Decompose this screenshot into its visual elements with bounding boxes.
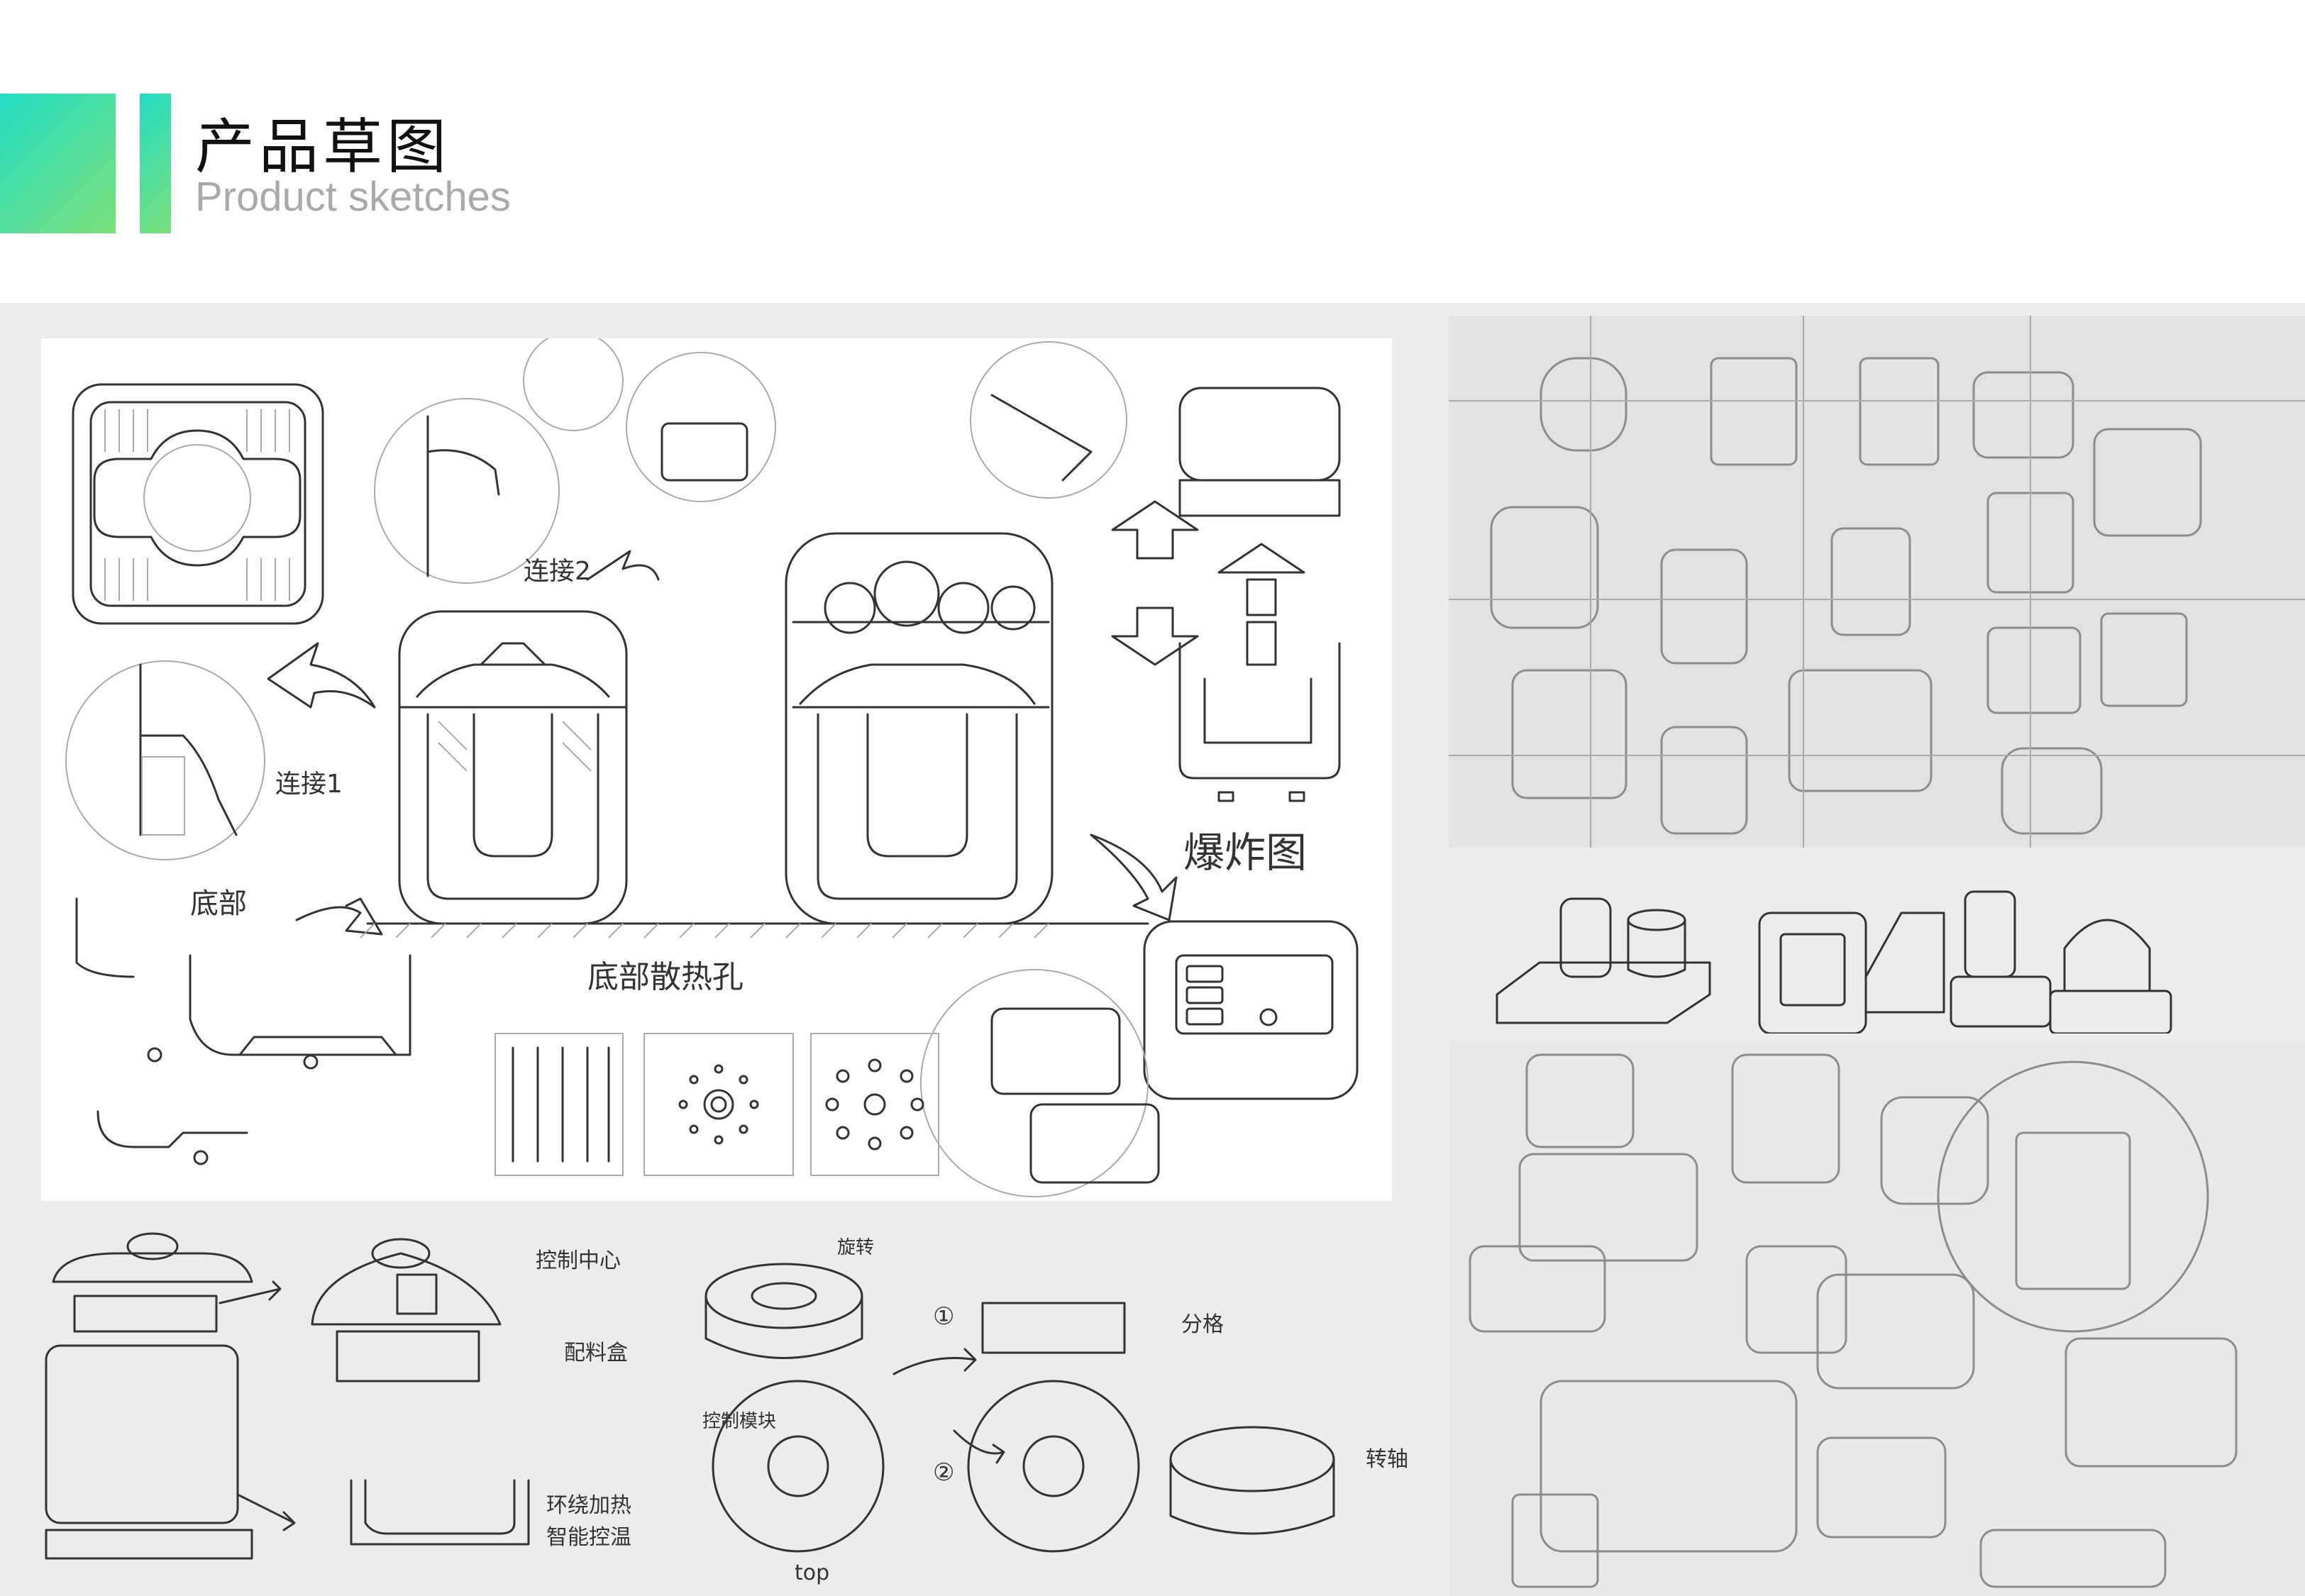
heating-base-sketch	[350, 1479, 530, 1546]
lower-sketch-drawing: 控制中心 配料盒 环绕加热 智能控温 旋转 分格	[45, 1232, 1408, 1585]
detail-circle-connection-2	[374, 398, 560, 584]
main-sketch-panel: 连接2 连接1 底部 底部散热孔 爆炸图	[41, 338, 1392, 1201]
pencil-sketches-panel-bottom	[1449, 1041, 2305, 1596]
pencil-sketches-top	[1449, 316, 2305, 848]
accent-block-large	[0, 94, 116, 233]
label-rotate-top: 旋转	[837, 1237, 874, 1258]
detail-circle-connection-1	[65, 660, 265, 860]
product-render-sketches	[1469, 870, 2284, 1033]
page-title: 产品草图	[195, 112, 451, 182]
label-exploded-view: 爆炸图	[1183, 829, 1307, 877]
label-bottom: 底部	[190, 887, 247, 920]
pencil-sketches-panel-top	[1449, 316, 2305, 848]
page-header: 产品草图 Product sketches	[0, 0, 2305, 303]
arrow-sketch-3	[295, 897, 383, 936]
arrow-lower-4	[953, 1429, 1005, 1464]
lower-sketch-panel: 控制中心 配料盒 环绕加热 智能控温 旋转 分格	[32, 1225, 1419, 1594]
top-view-sketch	[72, 383, 324, 625]
arrow-lower-3	[892, 1348, 977, 1375]
arrow-sketch-4	[1090, 833, 1178, 921]
detail-circle-hand	[523, 338, 624, 431]
label-smart-temp: 智能控温	[546, 1525, 631, 1550]
label-connection-2: 连接2	[524, 557, 591, 586]
label-step-1: ①	[933, 1302, 954, 1331]
page-subtitle: Product sketches	[195, 174, 511, 220]
label-control-module: 控制模块	[702, 1411, 776, 1432]
label-top: top	[795, 1561, 829, 1585]
ingredient-box-sketch	[311, 1238, 502, 1382]
cooker-sketch-1	[398, 610, 628, 925]
main-sketch-drawing: 连接2 连接1 底部 底部散热孔 爆炸图	[65, 338, 1359, 1197]
label-bottom-vents: 底部散热孔	[587, 959, 744, 995]
label-step-2: ②	[933, 1458, 954, 1487]
pencil-sketches-bottom	[1469, 1053, 2238, 1588]
detail-circle-lid	[970, 341, 1127, 499]
label-control-center: 控制中心	[536, 1248, 621, 1273]
rotating-ring-sketch	[704, 1263, 1335, 1553]
sketch-board: 连接2 连接1 底部 底部散热孔 爆炸图	[0, 303, 2305, 1596]
label-axis: 转轴	[1366, 1447, 1408, 1472]
arrow-sketch-1	[267, 642, 376, 709]
label-ring-heating: 环绕加热	[546, 1493, 631, 1518]
bottom-detail-sketch	[75, 897, 411, 1165]
vent-pattern-slots	[494, 1033, 624, 1176]
arrow-lower-2	[236, 1493, 296, 1531]
render-sketches	[1496, 890, 2172, 1033]
vent-pattern-dots	[810, 1033, 939, 1176]
label-ingredient-box: 配料盒	[564, 1341, 628, 1365]
arrow-up-sketch	[1111, 500, 1199, 560]
vent-pattern-radial	[643, 1033, 794, 1176]
ground-hatch	[360, 923, 1049, 938]
cooker-side-sketch	[45, 1232, 253, 1560]
arrow-sketch-2	[586, 550, 660, 581]
accent-bar-small	[140, 94, 171, 233]
arrow-down-sketch	[1111, 606, 1199, 666]
exploded-view-sketch	[1178, 387, 1341, 802]
label-connection-1: 连接1	[275, 770, 343, 799]
arrow-lower-1	[219, 1280, 282, 1304]
cooker-sketch-2	[785, 532, 1054, 925]
label-split: 分格	[1181, 1312, 1224, 1337]
control-panel-sketch	[920, 920, 1359, 1197]
detail-circle-handle	[626, 352, 776, 502]
